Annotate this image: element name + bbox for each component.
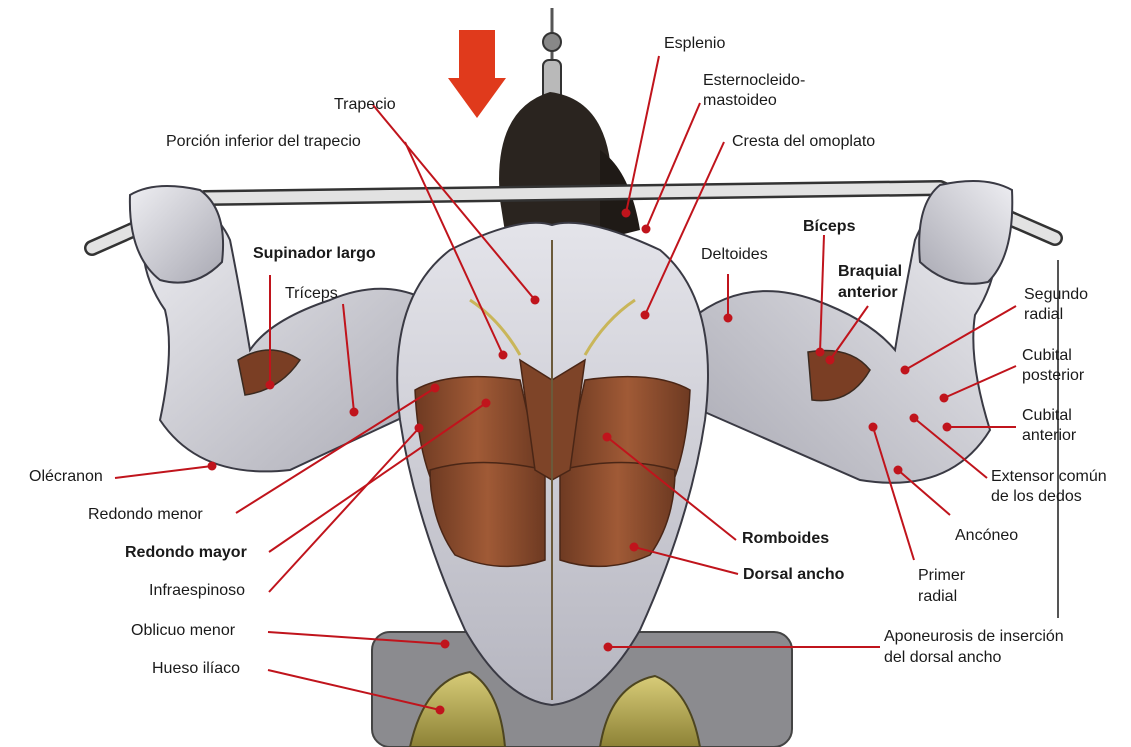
label-cubital-anterior-2: anterior bbox=[1022, 426, 1076, 446]
label-anconeo: Ancóneo bbox=[955, 526, 1018, 546]
label-extensor-2: de los dedos bbox=[991, 487, 1082, 507]
label-segundo-2: radial bbox=[1024, 305, 1063, 325]
label-oblicuo-menor: Oblicuo menor bbox=[131, 621, 235, 641]
label-cubital-posterior-2: posterior bbox=[1022, 366, 1084, 386]
head bbox=[499, 92, 640, 240]
label-supinador: Supinador largo bbox=[253, 244, 376, 264]
label-biceps: Bíceps bbox=[803, 217, 855, 237]
label-redondo-mayor: Redondo mayor bbox=[125, 543, 247, 563]
label-trapecio: Trapecio bbox=[334, 95, 396, 115]
label-cubital-posterior-1: Cubital bbox=[1022, 346, 1072, 366]
label-segundo-1: Segundo bbox=[1024, 285, 1088, 305]
label-braquial-1: Braquial bbox=[838, 262, 902, 282]
label-infraespinoso: Infraespinoso bbox=[149, 581, 245, 601]
label-braquial-2: anterior bbox=[838, 283, 898, 303]
label-dorsal-ancho: Dorsal ancho bbox=[743, 565, 844, 585]
label-primer-2: radial bbox=[918, 587, 957, 607]
label-porcion-inferior: Porción inferior del trapecio bbox=[166, 132, 361, 152]
label-extensor-1: Extensor común bbox=[991, 467, 1107, 487]
label-triceps: Tríceps bbox=[285, 284, 338, 304]
label-aponeurosis-2: del dorsal ancho bbox=[884, 648, 1001, 668]
label-olecranon: Olécranon bbox=[29, 467, 103, 487]
label-hueso-iliaco: Hueso ilíaco bbox=[152, 659, 240, 679]
label-redondo-menor: Redondo menor bbox=[88, 505, 203, 525]
label-esternocleido-2: mastoideo bbox=[703, 91, 777, 111]
down-arrow-icon bbox=[448, 30, 506, 118]
label-aponeurosis-1: Aponeurosis de inserción bbox=[884, 627, 1064, 647]
label-esternocleido-1: Esternocleido- bbox=[703, 71, 805, 91]
label-primer-1: Primer bbox=[918, 566, 965, 586]
label-romboides: Romboides bbox=[742, 529, 829, 549]
label-cresta: Cresta del omoplato bbox=[732, 132, 875, 152]
label-deltoides: Deltoides bbox=[701, 245, 768, 265]
label-cubital-anterior-1: Cubital bbox=[1022, 406, 1072, 426]
label-esplenio: Esplenio bbox=[664, 34, 725, 54]
